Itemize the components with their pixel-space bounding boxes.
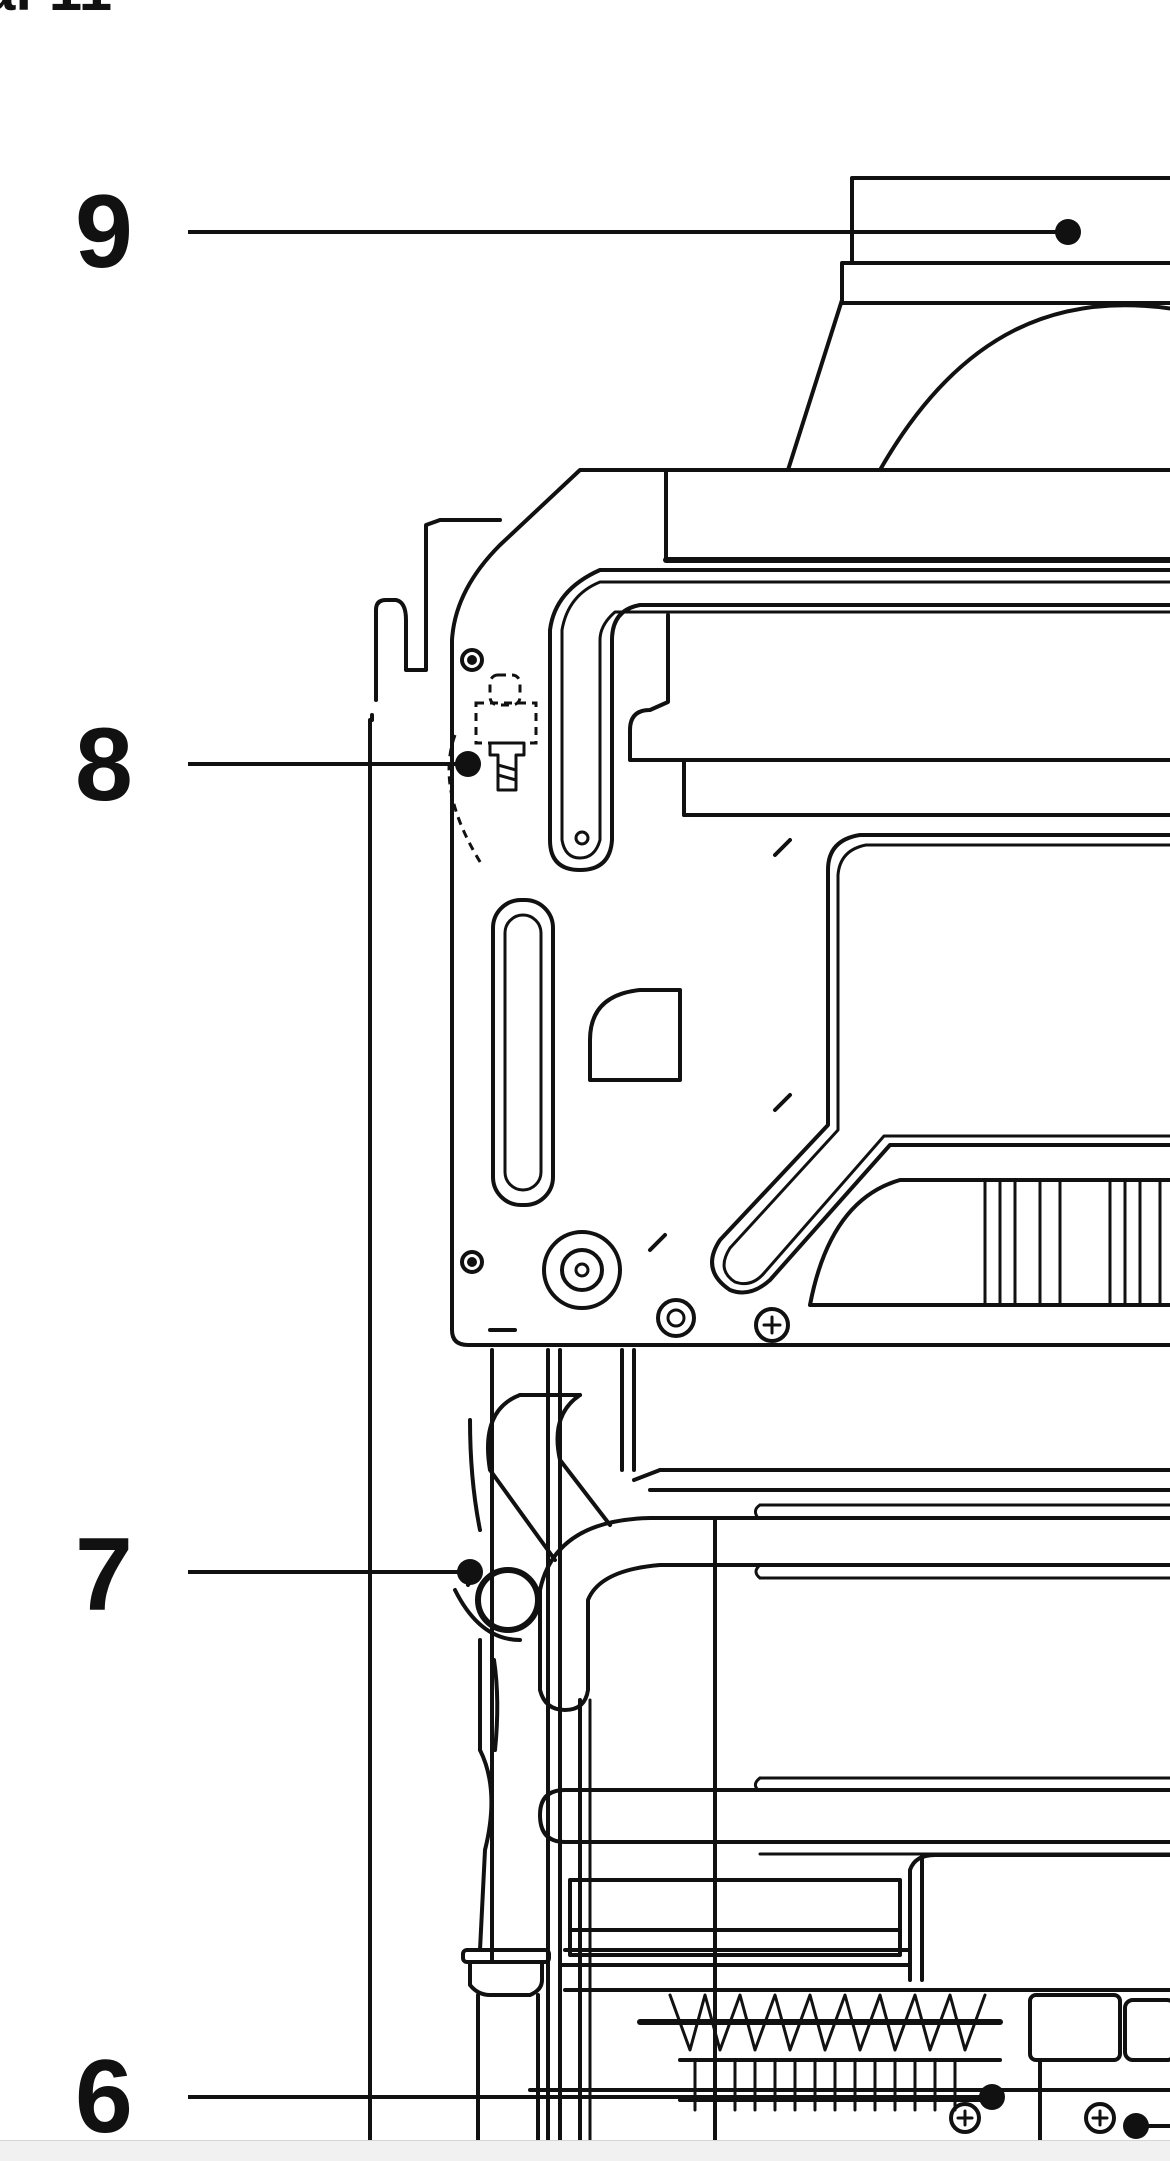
callout-8-label: 8 bbox=[75, 707, 133, 823]
callout-8-group: 8 bbox=[75, 707, 481, 823]
callout-7-dot bbox=[457, 1559, 483, 1585]
callout-7-group: 7 bbox=[75, 1517, 483, 1633]
callout-9-label: 9 bbox=[75, 174, 133, 290]
callout-9-group: 9 bbox=[75, 174, 1081, 290]
callout-8-dot bbox=[455, 751, 481, 777]
burner-bars bbox=[637, 1993, 1003, 2112]
callout-6-group: 6 bbox=[75, 2039, 1170, 2155]
callout-9-dot bbox=[1055, 219, 1081, 245]
casing-outline bbox=[368, 518, 502, 2161]
callout-7-label: 7 bbox=[75, 1517, 133, 1633]
callout-6-dot bbox=[979, 2084, 1005, 2110]
callout-6-label: 6 bbox=[75, 2039, 133, 2155]
burner-fins bbox=[983, 1180, 1162, 1307]
bottom-edge-strip bbox=[0, 2140, 1170, 2161]
lower-body bbox=[453, 1348, 1170, 2161]
flue-outlet bbox=[786, 176, 1170, 472]
heading-fragment: al 11 bbox=[0, 0, 112, 23]
heat-exchanger-housing bbox=[447, 468, 1170, 1347]
screw-detail bbox=[474, 673, 538, 792]
